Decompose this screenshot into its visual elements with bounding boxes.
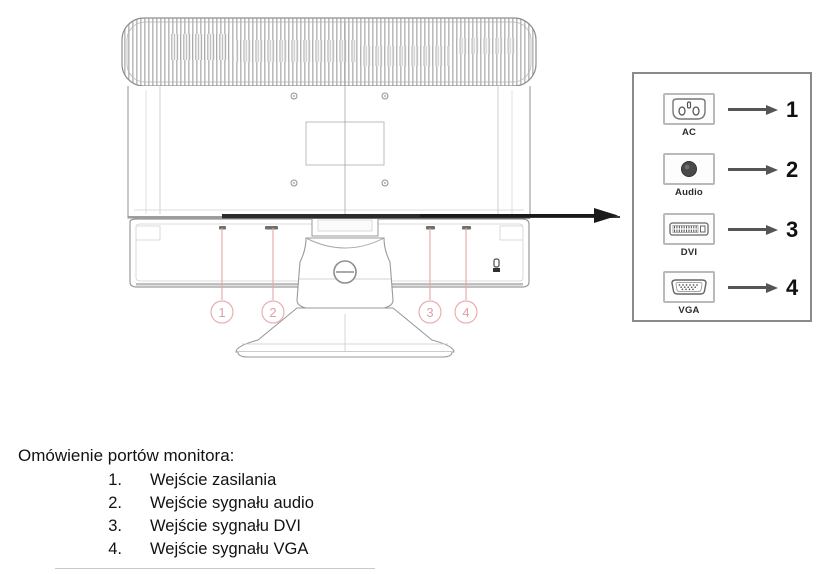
port-row-vga: VGA 4 (634, 264, 810, 322)
port-label-dvi: DVI (680, 246, 698, 258)
svg-text:4: 4 (462, 305, 469, 320)
svg-text:1: 1 (218, 305, 225, 320)
caption-list-item-2: 2. Wejście sygnału audio (18, 492, 438, 515)
svg-text:3: 3 (426, 305, 433, 320)
arrow-to-number-3-icon (728, 224, 780, 235)
arrow-to-number-4-icon (728, 282, 780, 293)
port-icon-wrap-dvi: DVI (652, 212, 726, 258)
caption-item-number-1: 1. (108, 471, 122, 489)
port-number-1: 1 (786, 96, 799, 122)
caption-list-item-3: 3. Wejście sygnału DVI (18, 515, 438, 538)
stand-base (235, 307, 455, 358)
caption-list-item-1: 1. Wejście zasilania (18, 469, 438, 492)
caption-item-number-4: 4. (108, 540, 122, 558)
caption-item-text-1: Wejście zasilania (150, 471, 277, 489)
port-number-4: 4 (786, 274, 799, 300)
ventilation-grille (121, 17, 537, 87)
port-number-3: 3 (786, 216, 799, 242)
port-row-dvi: DVI 3 (634, 206, 810, 264)
port-icon-wrap-vga: VGA (652, 270, 726, 316)
caption-title: Omówienie portów monitora: (18, 446, 235, 465)
kensington-lock-slot-icon (493, 258, 500, 272)
port-icon-wrap-audio: Audio (652, 152, 726, 198)
port-label-ac: AC (681, 126, 697, 138)
arrow-to-number-2-icon (728, 164, 780, 175)
port-row-audio: Audio 2 (634, 146, 810, 204)
monitor-rear-illustration: 1 2 3 4 (121, 17, 620, 358)
caption-item-number-2: 2. (108, 494, 122, 512)
port-label-vga: VGA (678, 304, 700, 316)
arrow-to-number-1-icon (728, 104, 780, 115)
vesa-screw-holes (290, 92, 389, 187)
vga-connector-icon (663, 270, 715, 303)
port-number-2: 2 (786, 156, 799, 182)
caption-item-text-2: Wejście sygnału audio (150, 494, 314, 512)
rear-port-openings (219, 226, 471, 230)
port-panel: AC 1 Audio 2 (632, 72, 812, 322)
panel-pointer-arrow-icon (420, 208, 618, 223)
dvi-connector-icon (663, 212, 715, 245)
caption-item-number-3: 3. (108, 517, 122, 535)
bottom-table-rule (55, 568, 375, 569)
caption-list-item-4: 4. Wejście sygnału VGA (18, 538, 438, 561)
ac-power-connector-icon (663, 92, 715, 125)
stand-neck (296, 219, 394, 309)
caption-item-text-3: Wejście sygnału DVI (150, 517, 302, 535)
callout-group: 1 2 3 4 (210, 228, 478, 324)
caption-item-text-4: Wejście sygnału VGA (150, 540, 309, 558)
svg-text:2: 2 (269, 305, 276, 320)
audio-jack-icon (663, 152, 715, 185)
caption-block: Omówienie portów monitora: 1. Wejście za… (18, 444, 438, 561)
port-label-audio: Audio (675, 186, 703, 198)
port-icon-wrap-ac: AC (652, 92, 726, 138)
port-row-ac: AC 1 (634, 86, 810, 144)
